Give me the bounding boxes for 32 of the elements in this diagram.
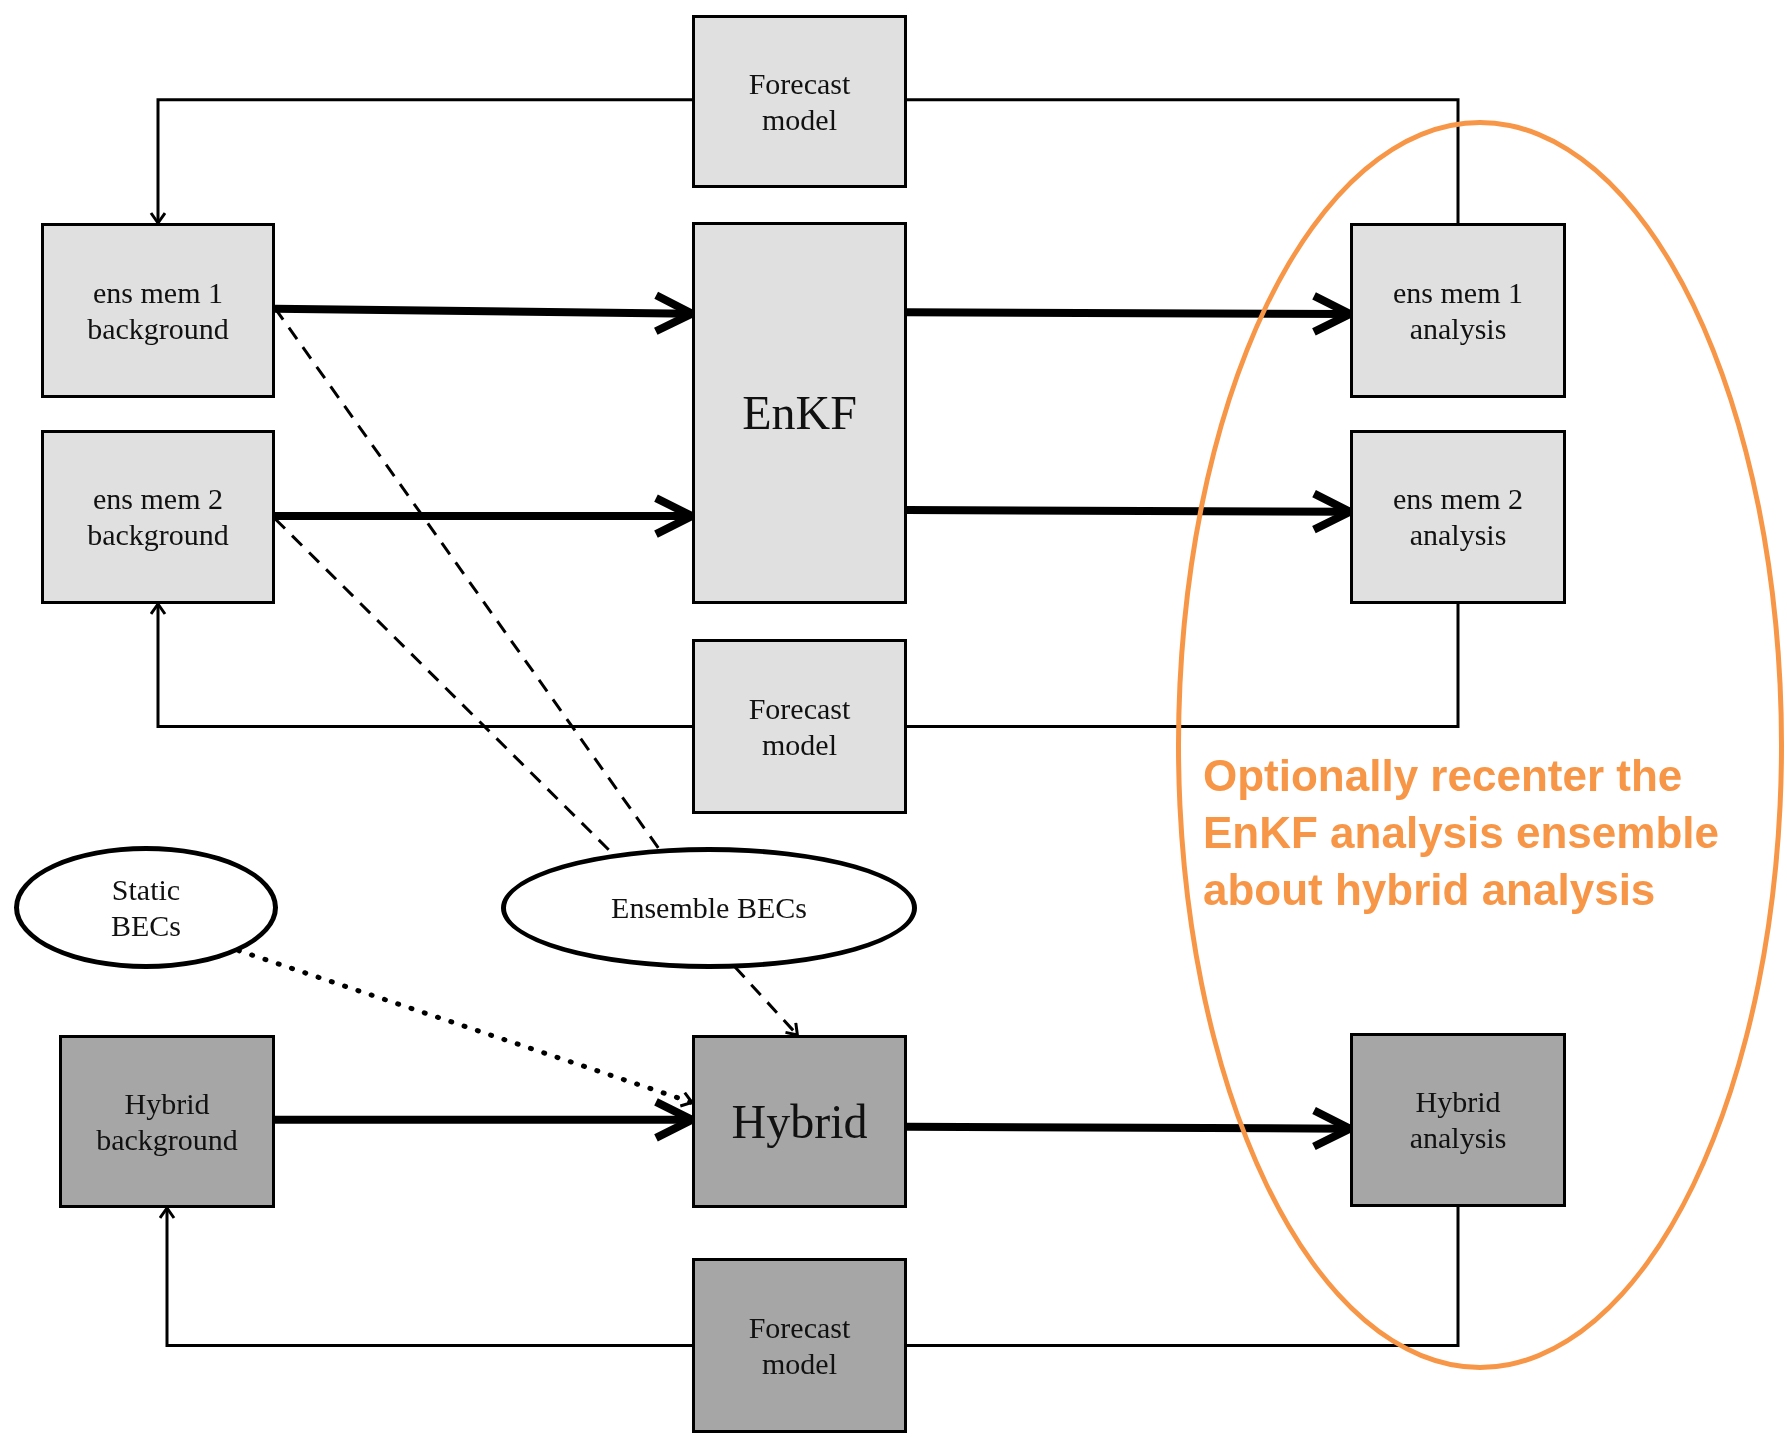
process-box [59,1035,275,1208]
process-box [41,430,275,604]
node-label: ens mem 1 analysis [1392,274,1524,347]
process-box [692,15,907,188]
node-label: ens mem 2 background [86,481,230,553]
process-box [1350,430,1566,604]
connector-line [907,1207,1460,1347]
process-box [692,639,907,814]
process-box [41,223,275,398]
process-box [1350,223,1566,398]
connector-line [907,604,1460,728]
node-label: Hybrid background [95,1085,239,1158]
arrow [149,98,692,225]
node-label: Hybrid analysis [1408,1084,1508,1156]
node-label: Forecast model [747,690,852,763]
node-label: Ensemble BECs [611,890,807,926]
node-label: ens mem 1 background [86,274,230,347]
process-box [1350,1033,1566,1207]
node-label: Hybrid [731,1093,868,1150]
node-label: EnKF [742,385,857,442]
node-label: Forecast model [747,1309,852,1382]
node-label: Forecast model [747,65,852,138]
node-label: ens mem 2 analysis [1392,481,1524,553]
arrow [158,1206,692,1347]
node-label: Static BECs [110,871,182,944]
process-box [692,1258,907,1433]
process-box [692,222,907,604]
highlight-ellipse [1176,120,1784,1370]
connector-line [907,98,1460,223]
note-text: Optionally recenter the EnKF analysis ensemble about hybrid analysis [1203,750,1720,917]
arrow [149,602,692,728]
process-box [692,1035,907,1208]
